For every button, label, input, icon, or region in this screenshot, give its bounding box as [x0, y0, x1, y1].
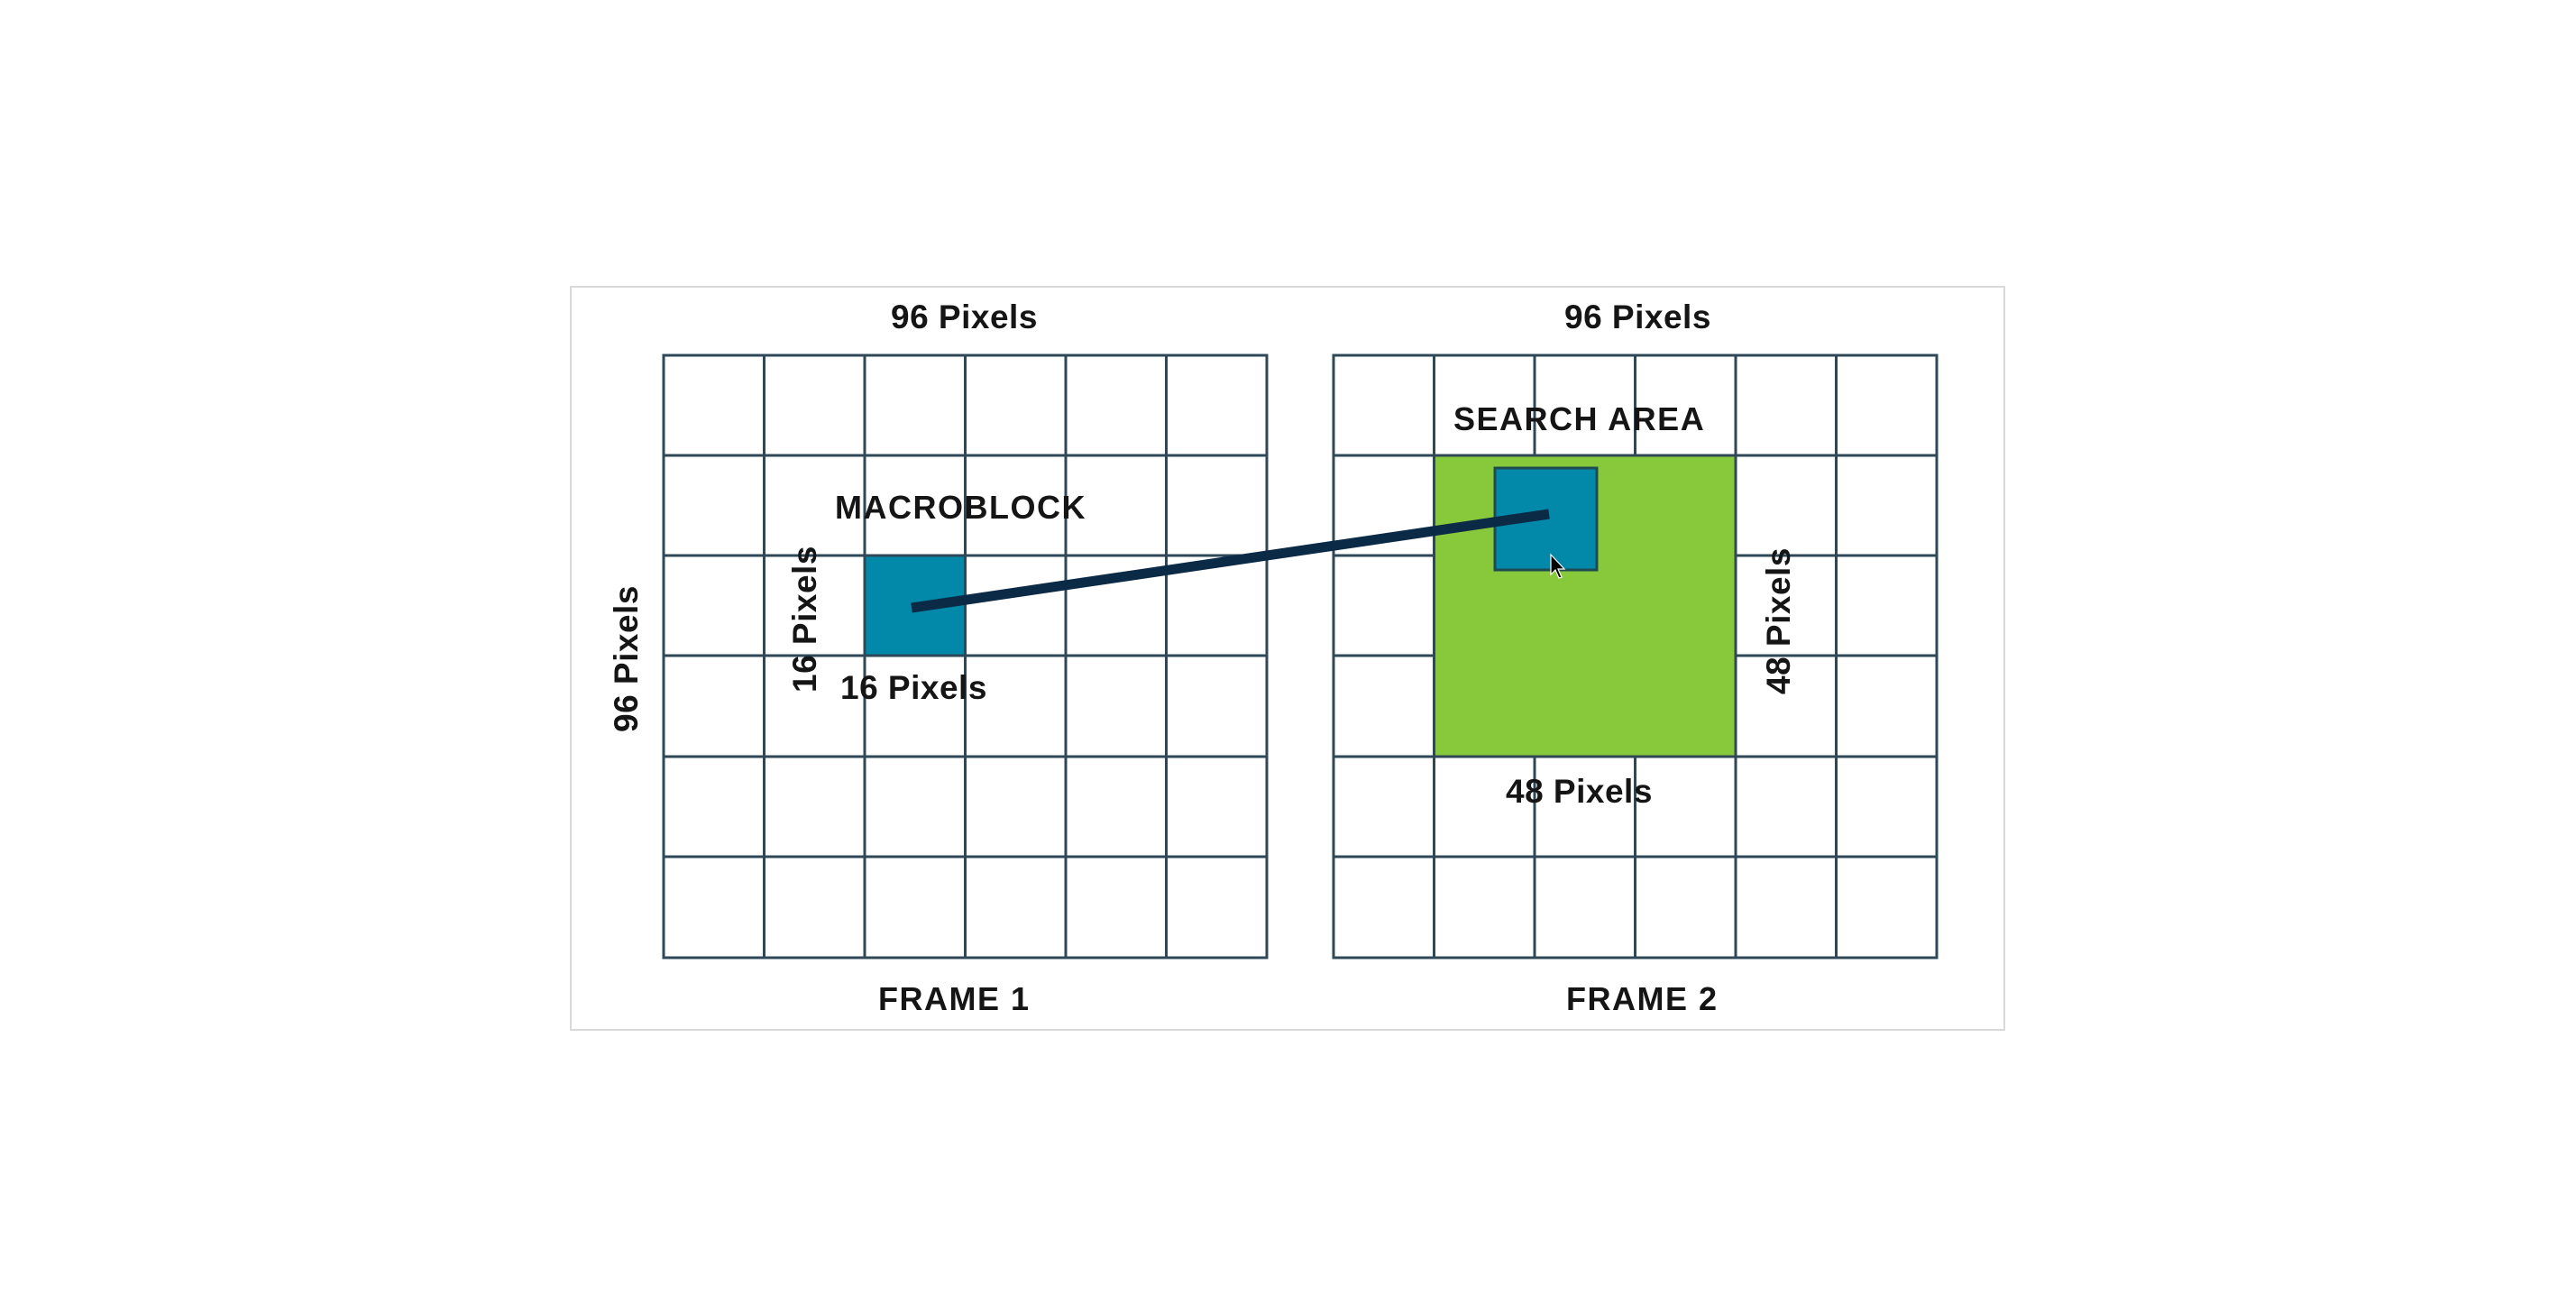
mouse-pointer-icon	[1550, 553, 1566, 579]
search-area-label: SEARCH AREA	[1453, 400, 1706, 437]
motion-vector-line	[911, 509, 1550, 613]
macroblock-height-label: 16 Pixels	[786, 546, 823, 693]
frame2-width-label: 96 Pixels	[1564, 298, 1711, 335]
macroblock-width-label: 16 Pixels	[840, 669, 987, 706]
frame1-grid	[662, 354, 1269, 960]
search-area-width-label: 48 Pixels	[1506, 773, 1653, 810]
macroblock-label: MACROBLOCK	[835, 489, 1086, 526]
frame1-height-label: 96 Pixels	[608, 585, 645, 732]
frame2-grid	[1332, 354, 1939, 960]
search-area-height-label: 48 Pixels	[1760, 547, 1797, 694]
frame1-title: FRAME 1	[878, 980, 1031, 1017]
frame1-width-label: 96 Pixels	[891, 298, 1038, 335]
frame2-title: FRAME 2	[1566, 980, 1719, 1017]
